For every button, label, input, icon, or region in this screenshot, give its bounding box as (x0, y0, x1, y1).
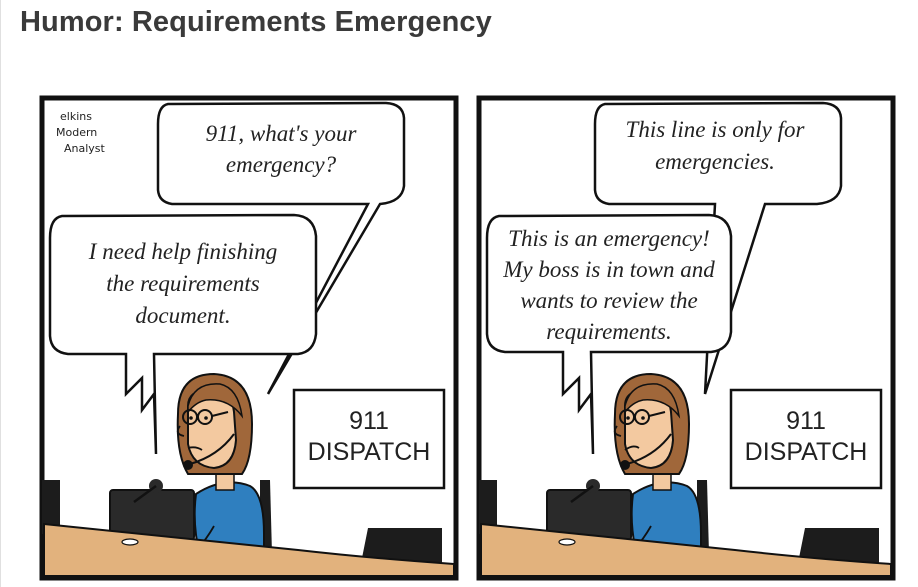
glasses-right-lens-2 (634, 409, 650, 425)
headset-boom-2 (626, 433, 672, 465)
dispatcher-character (176, 372, 272, 557)
right-eye (204, 416, 208, 420)
dispatcher-bubble-line-1: 911, what's your (206, 121, 358, 146)
left-eye-2 (626, 416, 630, 420)
caller-bubble-line-3: document. (135, 303, 230, 328)
dispatcher-bubble-2-line-1: This line is only for (626, 117, 806, 142)
signature-line-1: elkins (60, 110, 92, 123)
dispatch-sign-word: DISPATCH (308, 438, 431, 466)
desk (43, 522, 455, 577)
left-equipment (42, 480, 60, 534)
headset-mic-2 (620, 460, 630, 470)
dispatcher-bubble-2-line-2: emergencies. (655, 149, 775, 174)
signature-line-3: Analyst (64, 142, 106, 155)
dispatch-sign-word-2: DISPATCH (745, 438, 868, 466)
left-equipment-2 (479, 480, 497, 534)
right-eye-2 (641, 416, 645, 420)
dispatch-sign-board-2 (729, 388, 883, 490)
hair-bangs (187, 383, 244, 419)
caller-bubble-2-line-2: My boss is in town and (502, 257, 715, 282)
glasses-arm (211, 411, 229, 417)
caller-bubble-shape-2 (485, 213, 733, 455)
dispatcher-speech-bubble: 911, what's your emergency? (156, 101, 406, 395)
coffee-ring (121, 538, 139, 546)
glasses-right-lens (197, 409, 213, 425)
dispatcher-bubble-line-2: emergency? (226, 152, 337, 177)
desk-2 (480, 522, 892, 577)
dispatch-sign: 911 DISPATCH (292, 388, 446, 490)
glasses-arm-2 (648, 411, 666, 417)
headset-boom (189, 433, 235, 465)
desk-microphone-arm (133, 484, 157, 504)
panel-2: This line is only for emergencies. This … (476, 95, 896, 581)
nose-2 (613, 425, 622, 437)
artist-signature: elkins Modern Analyst (56, 110, 106, 155)
left-eye (189, 416, 193, 420)
mouth-2 (624, 445, 640, 451)
caller-bubble-shape (48, 213, 318, 455)
caller-bubble-line-2: the requirements (106, 271, 260, 296)
caller-bubble-2-line-3: wants to review the (520, 288, 697, 313)
caller-speech-bubble: I need help finishing the requirements d… (48, 213, 318, 455)
page-left-border (0, 0, 1, 587)
dispatch-sign-number-2: 911 (786, 407, 826, 435)
dispatcher-character-2 (613, 372, 709, 557)
dispatcher-bubble-shape (156, 101, 406, 395)
caller-bubble-line-1: I need help finishing (88, 239, 277, 264)
dispatch-sign-number: 911 (349, 407, 389, 435)
caller-bubble-2-line-1: This is an emergency! (508, 226, 710, 251)
headset-mic (183, 460, 193, 470)
mouth (187, 446, 203, 451)
page-title: Humor: Requirements Emergency (20, 6, 492, 38)
caller-bubble-2-line-4: requirements. (546, 319, 671, 344)
signature-line-2: Modern (56, 126, 97, 139)
comic-svg: elkins Modern Analyst 911, what's your e… (39, 95, 896, 581)
dispatch-sign-board (292, 388, 446, 490)
coffee-ring-2 (558, 538, 576, 546)
hair-bangs-2 (624, 383, 681, 419)
panel-1: elkins Modern Analyst 911, what's your e… (39, 95, 459, 581)
desk-microphone-arm-2 (570, 484, 594, 504)
dispatch-sign-2: 911 DISPATCH (729, 388, 883, 490)
comic-strip: elkins Modern Analyst 911, what's your e… (38, 94, 898, 583)
caller-speech-bubble-2: This is an emergency! My boss is in town… (485, 213, 733, 455)
nose (176, 425, 185, 437)
